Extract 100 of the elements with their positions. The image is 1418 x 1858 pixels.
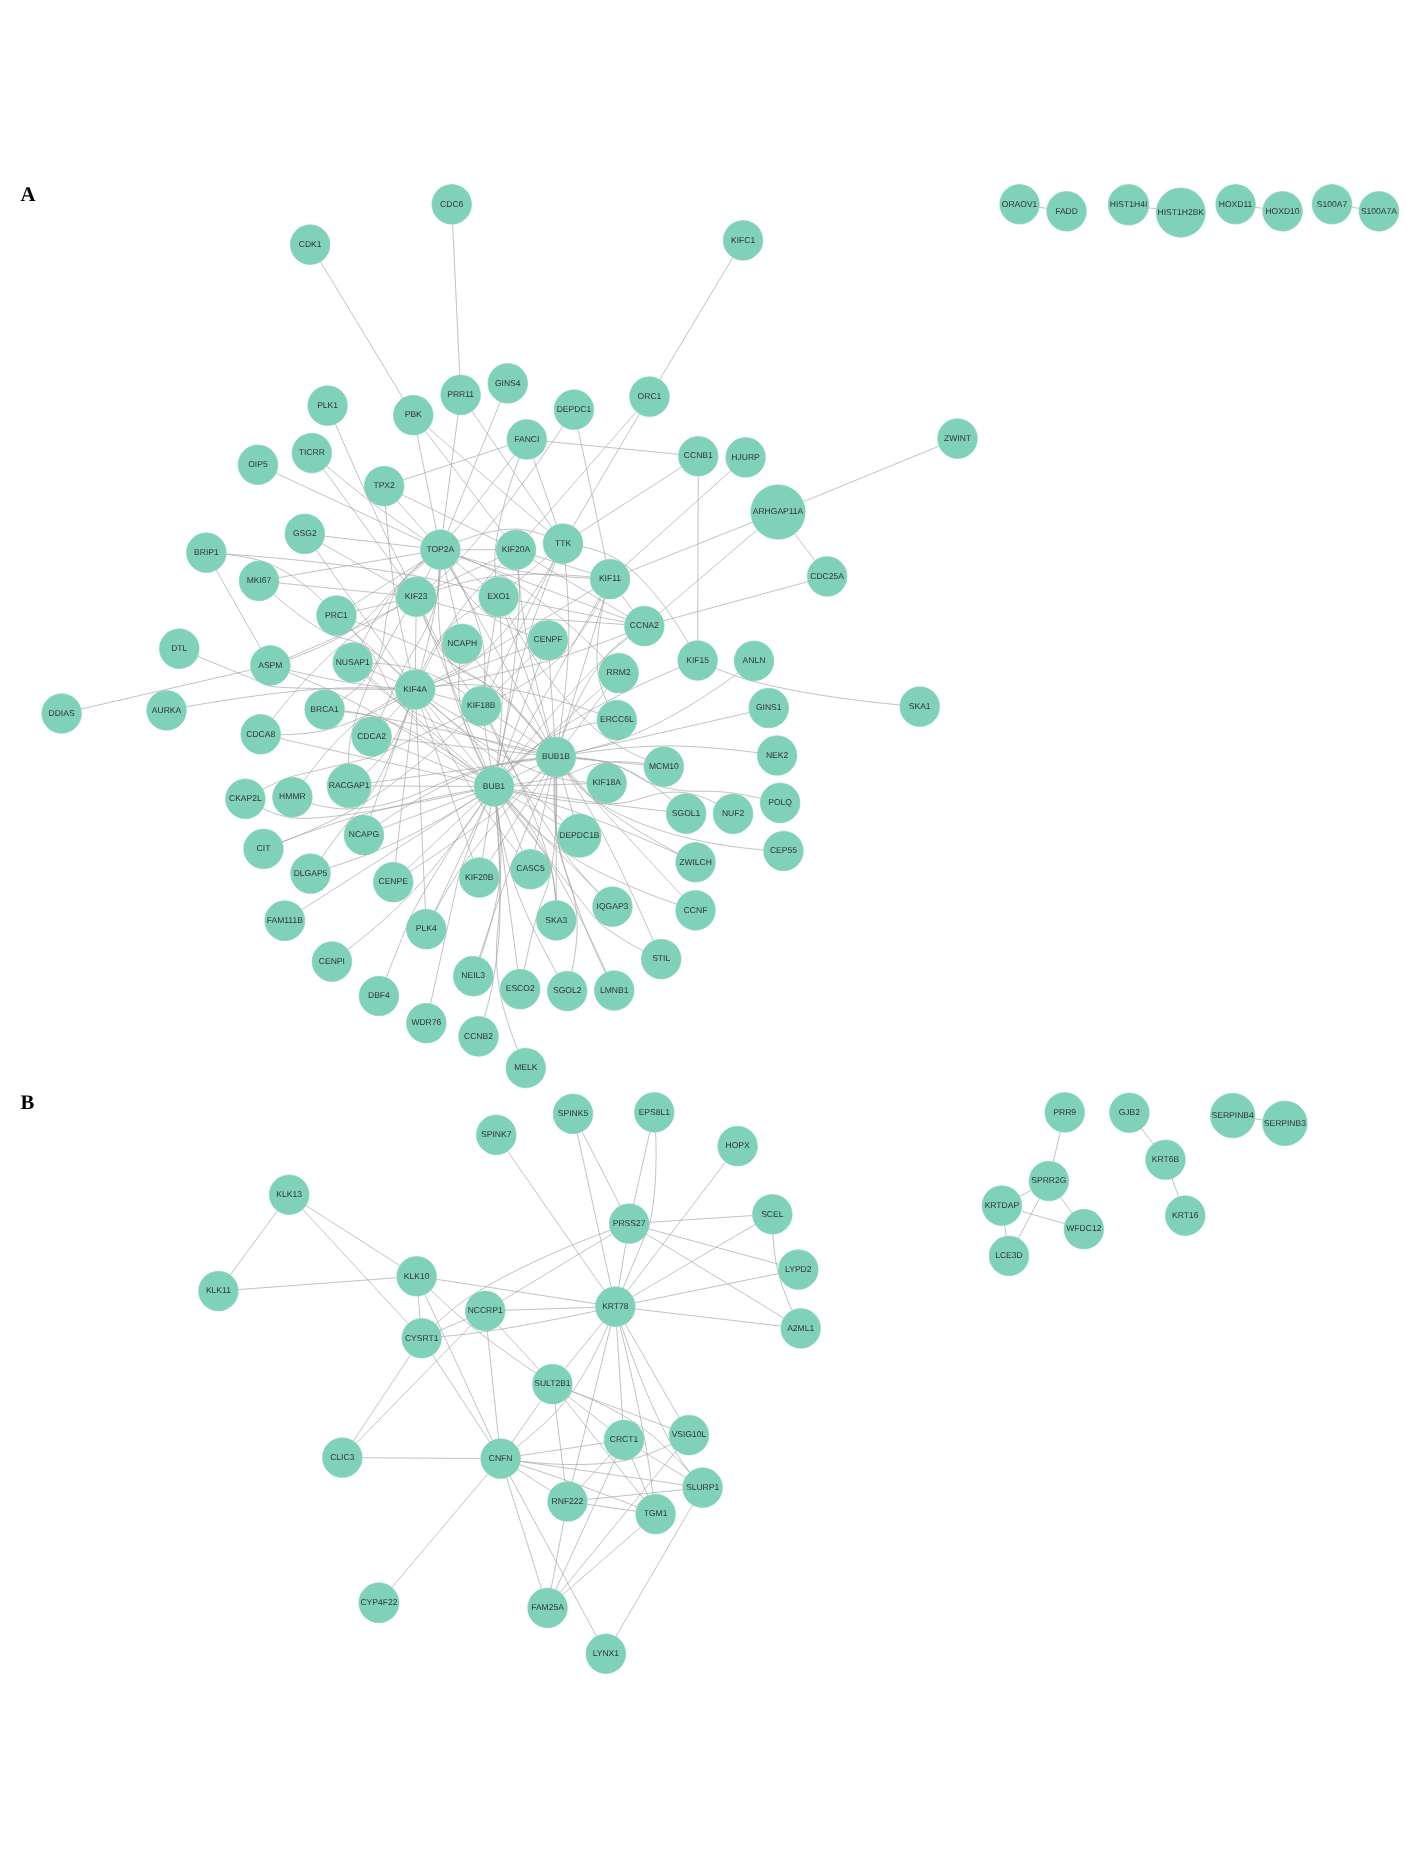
connector xyxy=(185,687,396,708)
connector xyxy=(489,561,555,689)
connector xyxy=(215,569,261,649)
connector xyxy=(479,805,502,958)
connector xyxy=(433,646,530,683)
connector xyxy=(281,789,475,843)
connector xyxy=(1351,206,1360,209)
connector xyxy=(341,560,425,700)
connector xyxy=(1019,1189,1032,1197)
connector xyxy=(772,1233,793,1311)
connector xyxy=(512,791,678,855)
connector xyxy=(366,676,537,754)
connector xyxy=(519,1464,638,1508)
connector xyxy=(370,759,537,784)
connector xyxy=(513,790,717,805)
connector xyxy=(344,711,538,753)
connector xyxy=(402,445,509,481)
connector xyxy=(428,427,549,531)
connector xyxy=(273,594,402,676)
connector xyxy=(389,743,476,780)
connector xyxy=(326,465,424,539)
connector xyxy=(546,441,679,455)
connector xyxy=(226,554,324,602)
connector xyxy=(431,426,564,585)
connector xyxy=(507,722,598,772)
connector xyxy=(238,1277,398,1290)
connector xyxy=(528,411,637,536)
connector xyxy=(434,770,543,912)
connector xyxy=(423,563,502,672)
connector xyxy=(697,475,699,641)
connector xyxy=(497,569,520,768)
connector xyxy=(508,800,557,901)
connector xyxy=(353,560,424,606)
connector xyxy=(385,802,483,978)
connector xyxy=(498,1325,540,1370)
connector xyxy=(272,606,400,719)
connector xyxy=(280,699,399,736)
connector xyxy=(508,685,605,773)
connector xyxy=(444,568,458,625)
connector xyxy=(489,723,599,893)
connector xyxy=(321,543,400,588)
connector xyxy=(303,697,398,782)
connector xyxy=(361,1457,482,1459)
connector xyxy=(302,1209,409,1324)
connector xyxy=(382,793,476,829)
connector xyxy=(575,745,758,755)
connector xyxy=(289,669,396,689)
connector xyxy=(571,1325,611,1483)
connector xyxy=(555,1457,617,1591)
connector xyxy=(436,1278,597,1304)
connector xyxy=(659,257,734,380)
connector xyxy=(353,1354,411,1442)
connector xyxy=(458,555,606,659)
connector xyxy=(596,597,608,703)
connector xyxy=(577,1133,612,1288)
connector xyxy=(434,684,599,714)
connector xyxy=(316,549,404,674)
connector xyxy=(1004,1225,1007,1237)
connector xyxy=(324,535,421,548)
connector xyxy=(1148,207,1157,210)
connector xyxy=(225,553,480,592)
connector xyxy=(452,454,515,535)
connector xyxy=(288,672,478,776)
connector xyxy=(439,1318,468,1331)
connector xyxy=(523,776,558,970)
connector xyxy=(518,600,626,623)
connector xyxy=(496,806,518,970)
connector xyxy=(401,494,499,542)
connector xyxy=(486,1330,499,1440)
connector xyxy=(803,445,940,503)
connector xyxy=(432,1354,490,1443)
connector xyxy=(424,614,470,691)
connector xyxy=(575,757,672,801)
connector xyxy=(424,1294,493,1441)
connector xyxy=(1018,1198,1040,1239)
connector xyxy=(262,790,475,819)
connector xyxy=(587,1489,684,1500)
connector xyxy=(490,723,557,901)
connector xyxy=(366,708,409,773)
connector xyxy=(534,555,592,574)
connector xyxy=(1053,1131,1061,1162)
connector xyxy=(504,1307,596,1311)
connector xyxy=(347,802,484,950)
connector xyxy=(458,555,591,579)
connector xyxy=(495,805,519,1051)
connector xyxy=(500,658,542,769)
connector xyxy=(506,801,677,905)
connector xyxy=(447,401,501,532)
connector xyxy=(370,670,398,682)
connector xyxy=(301,796,478,911)
connector xyxy=(474,658,544,742)
connector xyxy=(632,1224,756,1297)
connector xyxy=(449,566,547,740)
connector xyxy=(501,1233,613,1301)
connector xyxy=(396,500,428,535)
connector xyxy=(432,589,594,682)
connector xyxy=(562,1526,641,1596)
connector xyxy=(434,694,463,702)
connector xyxy=(471,411,552,528)
connector xyxy=(575,758,645,766)
